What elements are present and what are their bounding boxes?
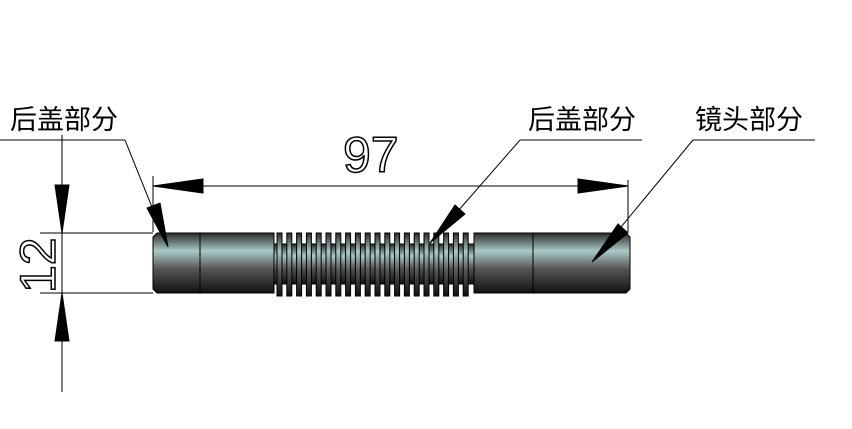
shaft [152,232,631,297]
thread-rib [305,232,312,297]
thread-rib [462,232,469,297]
shaft-left-section [199,232,275,294]
dimension-12 [40,135,153,392]
arrow-up [54,292,70,342]
thread-rib [423,232,430,297]
arrow-left [152,178,204,194]
thread-rib [443,232,450,297]
arrow-right [577,178,629,194]
thread-rib [374,232,381,297]
thread-ribs [276,232,469,297]
thread-rib [394,232,401,297]
dimension-length-text: 97 [342,127,399,183]
thread-rib [403,232,410,297]
thread-rib [354,232,361,297]
thread-rib [276,232,283,297]
thread-rib [315,232,322,297]
shaft-right-section [473,232,534,294]
thread-rib [335,232,342,297]
dimension-97 [152,176,629,232]
thread-rib [433,232,440,297]
thread-rib [364,232,371,297]
arrow-down [54,184,70,234]
label-rear-cover-left: 后盖部分 [10,105,118,136]
thread-rib [286,232,293,297]
dimension-diameter-text: 12 [9,237,67,294]
shaft-left-end [152,232,201,294]
thread-rib [325,232,332,297]
label-lens-part: 镜头部分 [695,105,803,136]
label-rear-cover-middle: 后盖部分 [528,105,636,136]
leaders [0,139,815,263]
thread-rib [452,232,459,297]
thread-rib [345,232,352,297]
thread-rib [384,232,391,297]
thread-rib [296,232,303,297]
thread-rib [413,232,420,297]
